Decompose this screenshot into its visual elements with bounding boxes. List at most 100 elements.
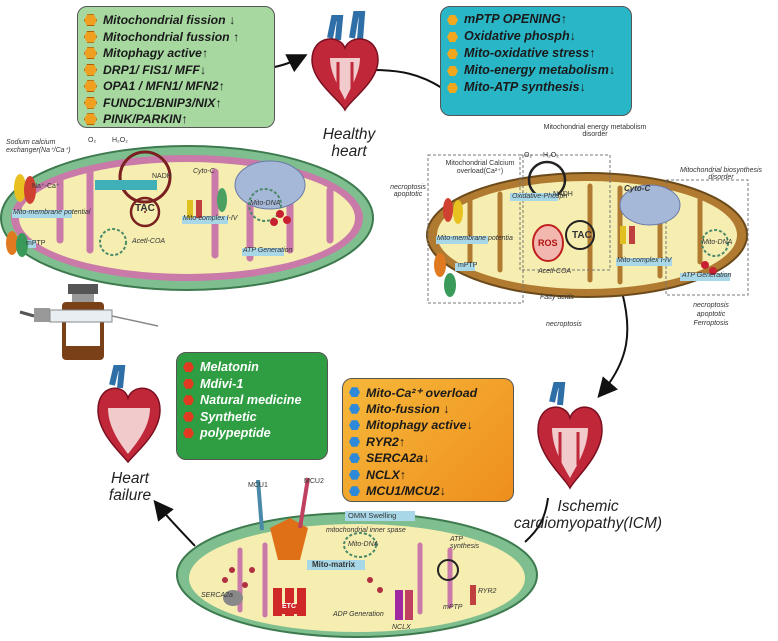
list-item: mPTP OPENING↑ (447, 12, 625, 27)
healthy-mitochondrion (0, 145, 374, 291)
necroptosis-label: necroptosis (546, 321, 582, 328)
energy-disorder-label: Mitochondrial energy metabolism disorder (543, 124, 647, 138)
icm-nadh-label: NADH (553, 191, 573, 198)
mptp-label: mPTP (26, 240, 46, 247)
atp-generation-label: ATP Generation (243, 247, 293, 254)
na-ca-label: Na⁺-Ca⁺ (32, 183, 60, 190)
icm-mitochondrion (426, 154, 749, 304)
icm-caption: Ischemic cardiomyopathy(ICM) (513, 498, 663, 533)
healthy-heart-illustration (311, 11, 379, 112)
syringe-illustration (19, 308, 159, 327)
o2-label: O₂ (88, 137, 97, 144)
list-item: NCLX↑ (349, 467, 507, 484)
hexagon-bullet-icon (349, 469, 360, 480)
failure-heart-illustration (97, 365, 161, 464)
hexagon-bullet-icon (183, 378, 194, 389)
icm-atp-generation-label: ATP Generation (682, 272, 732, 279)
hexagon-bullet-icon (447, 15, 458, 25)
hexagon-bullet-icon (183, 411, 194, 422)
list-item: Mito-oxidative stress↑ (447, 46, 625, 61)
list-item: OPA1 / MFN1/ MFN2↑ (84, 78, 268, 95)
cyto-c-label: Cyto-C (193, 168, 215, 175)
list-item: Mitophagy active↓ (349, 417, 507, 434)
hexagon-bullet-icon (183, 395, 194, 406)
death-types-label: necroptosis apoptotic Ferroptosis (693, 302, 729, 327)
mito-complex-label: Mito-complex I-IV (183, 215, 238, 222)
treatment-box: Melatonin Mdivi-1 Natural medicine Synth… (176, 352, 328, 460)
acetyl-coa-label: Acetl-COA (132, 238, 166, 245)
inner-space-label: mitochondrial inner spase (326, 527, 406, 534)
calcium-overload-label: Mitochondrial Calcium overload(Ca²⁺) (445, 160, 515, 175)
mito-dna-label: Mito-DNA (250, 200, 281, 207)
icm-cyto-c-label: Cyto-C (624, 184, 651, 193)
hexagon-bullet-icon (447, 83, 458, 93)
icm-changes-box: Mito-Ca²⁺ overload Mito-fussion ↓ Mitoph… (342, 378, 514, 502)
icm-mito-complex-label: Mito-complex I-IV (617, 257, 672, 264)
list-item: Mito-Ca²⁺ overload (349, 384, 507, 401)
arrow-icm-mito-down (597, 291, 629, 399)
arrow-healthy-to-heart (269, 54, 308, 73)
ryr2-label: RYR2 (478, 588, 497, 595)
hexagon-bullet-icon (84, 63, 97, 76)
failure-mito-dna-label: Mito-DNA (348, 541, 379, 548)
failure-mitochondrion (176, 477, 538, 638)
nadh-label: NADH (152, 173, 172, 180)
h2o2-label: H₂O₂ (112, 137, 128, 144)
hexagon-bullet-icon (349, 453, 360, 464)
oxidative-phosph-label: Oxidative-Phosph (512, 193, 568, 200)
list-item: Mito-energy metabolism↓ (447, 63, 625, 78)
icm-tac-label: TAC (572, 230, 592, 241)
mito-membrane-label: Mito-membrane potential (13, 209, 91, 216)
sodium-exchanger-label: Sodium calcium exchanger(Na⁺/Ca⁺) (6, 139, 71, 154)
necroptosis-apoptotic-label: necroptosis apoptotic (390, 184, 426, 198)
icm-heart-illustration (537, 382, 603, 490)
list-item: polypeptide (183, 425, 321, 442)
healthy-heart-caption: Healthy heart (322, 126, 376, 161)
hexagon-bullet-icon (349, 387, 360, 398)
list-item: Mito-ATP synthesis↓ (447, 80, 625, 95)
mito-matrix-label: Mito-matrix (312, 560, 356, 569)
hexagon-bullet-icon (183, 362, 194, 373)
heart-failure-caption: Heart failure (108, 470, 152, 505)
list-item: SERCA2a↓ (349, 450, 507, 467)
list-item: Mitochondrial fission ↓ (84, 12, 268, 29)
atp-synthesis-label: ATP synthesis (450, 536, 480, 550)
arrow-to-heart-failure (153, 499, 196, 547)
hexagon-bullet-icon (349, 486, 360, 497)
biosynthesis-disorder-label: Mitochondrial biosynthesis disorder (679, 167, 763, 181)
list-item: PINK/PARKIN↑ (84, 111, 268, 128)
hexagon-bullet-icon (84, 113, 97, 126)
hexagon-bullet-icon (84, 47, 97, 60)
list-item: Melatonin (183, 359, 321, 376)
icm-h2o2-label: H₂O₂ (543, 152, 559, 159)
icm-acetyl-coa-label: Acetl-COA (538, 268, 572, 275)
list-item: Synthetic (183, 409, 321, 426)
list-item: Mitophagy active↑ (84, 45, 268, 62)
list-item: MCU1/MCU2↓ (349, 483, 507, 500)
icm-mito-dna-label: Mito-DNA (702, 239, 733, 246)
fatty-acids-label: Fatty acids (540, 294, 574, 301)
list-item: Mitochondrial fussion ↑ (84, 29, 268, 46)
etc-label: ETC (282, 603, 296, 610)
icm-mito-changes-box: mPTP OPENING↑ Oxidative phosph↓ Mito-oxi… (440, 6, 632, 116)
hexagon-bullet-icon (84, 96, 97, 109)
list-item: Mito-fussion ↓ (349, 401, 507, 418)
list-item: Oxidative phosph↓ (447, 29, 625, 44)
failure-mptp-label: mPTP (443, 604, 463, 611)
hexagon-bullet-icon (183, 428, 194, 439)
arrow-heart-to-icm-box (372, 69, 443, 89)
nclx-label: NCLX (392, 624, 411, 631)
icm-mptp-label: mPTP (458, 262, 478, 269)
hexagon-bullet-icon (349, 436, 360, 447)
adp-generation-label: ADP Generation (333, 611, 384, 618)
list-item: DRP1/ FIS1/ MFF↓ (84, 62, 268, 79)
list-item: Natural medicine (183, 392, 321, 409)
healthy-mito-changes-box: Mitochondrial fission ↓ Mitochondrial fu… (77, 6, 275, 128)
hexagon-bullet-icon (84, 80, 97, 93)
icm-o2-label: O₂ (524, 152, 533, 159)
hexagon-bullet-icon (447, 66, 458, 76)
hexagon-bullet-icon (84, 14, 97, 27)
hexagon-bullet-icon (84, 30, 97, 43)
hexagon-bullet-icon (349, 403, 360, 414)
